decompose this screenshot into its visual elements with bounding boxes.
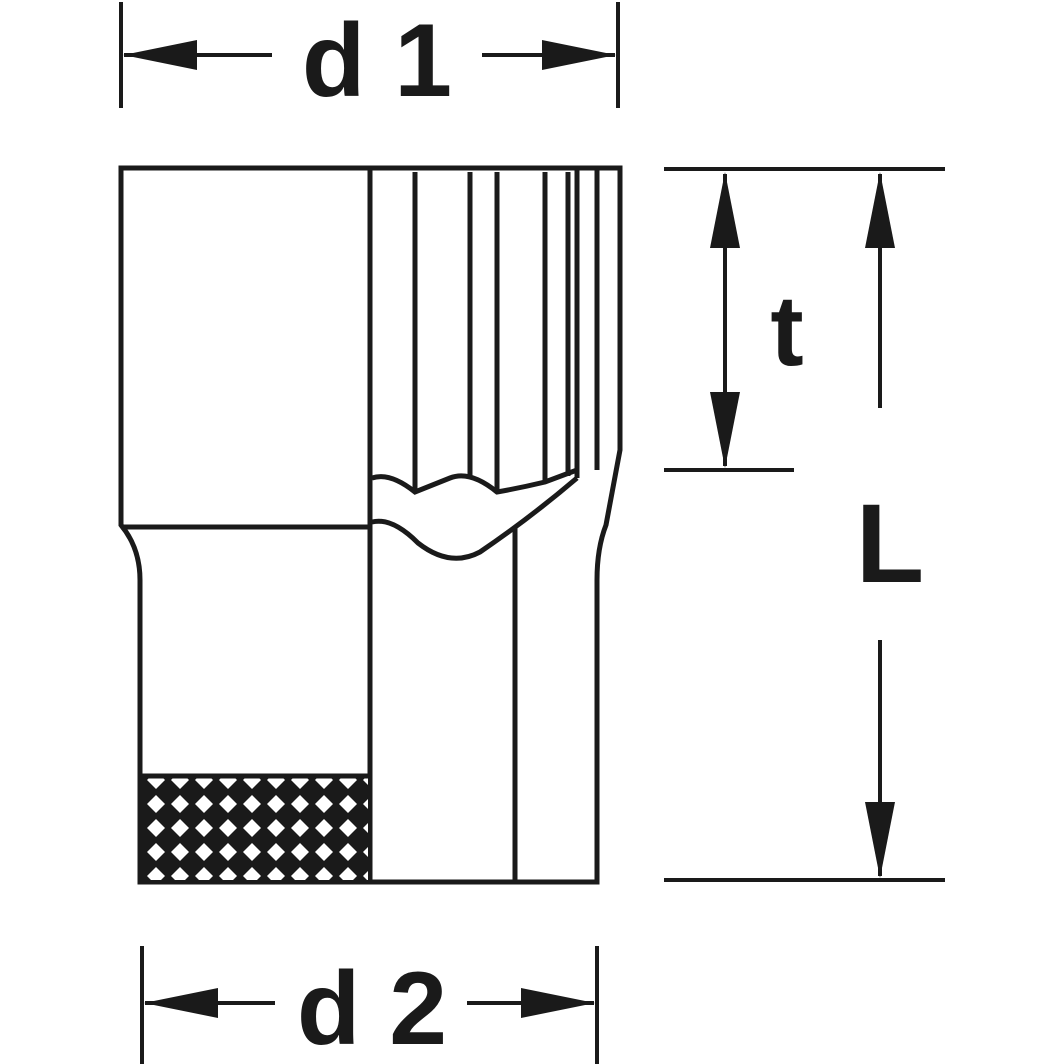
d2-arrow-left xyxy=(144,988,218,1018)
d2-label: d 2 xyxy=(297,951,447,1064)
profile-bottom-edge xyxy=(371,467,578,495)
reference-lines xyxy=(664,167,945,882)
L-dimension xyxy=(865,172,895,878)
t-label: t xyxy=(770,275,803,387)
knurled-band xyxy=(142,777,368,880)
d1-label: d 1 xyxy=(302,3,452,119)
t-arrow-down xyxy=(710,392,740,468)
d1-arrow-right xyxy=(542,40,616,70)
t-dimension xyxy=(710,172,740,468)
socket-body xyxy=(118,165,623,885)
t-arrow-up xyxy=(710,172,740,248)
L-arrow-down xyxy=(865,802,895,878)
d2-dimension xyxy=(140,946,599,1064)
L-label: L xyxy=(856,481,924,606)
d1-dimension xyxy=(119,2,620,108)
L-arrow-up xyxy=(865,172,895,248)
d2-arrow-right xyxy=(521,988,595,1018)
d1-arrow-left xyxy=(123,40,197,70)
socket-outline xyxy=(118,165,623,885)
bore-transition-curve xyxy=(371,476,579,561)
